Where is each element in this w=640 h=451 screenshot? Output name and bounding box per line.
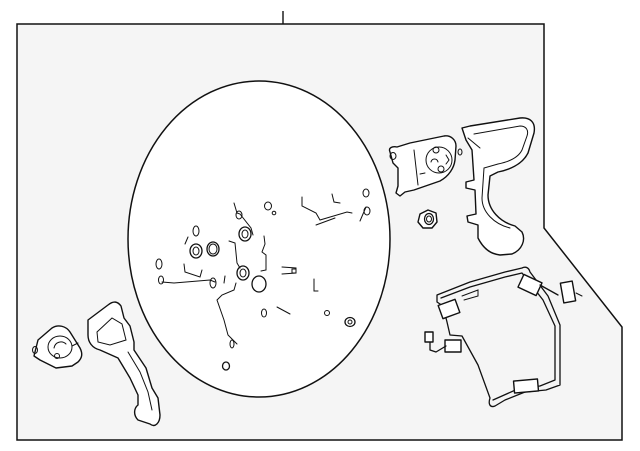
backplate-features: [155, 188, 371, 371]
right-switch-module[interactable]: [388, 135, 463, 197]
right-switch-bezel[interactable]: [461, 117, 536, 256]
left-switch-bezel[interactable]: [87, 301, 161, 427]
nut[interactable]: [417, 209, 438, 229]
steering-wheel-backplate[interactable]: [127, 80, 391, 398]
left-switch-module[interactable]: [32, 325, 83, 369]
wiring-harness[interactable]: [424, 266, 583, 408]
